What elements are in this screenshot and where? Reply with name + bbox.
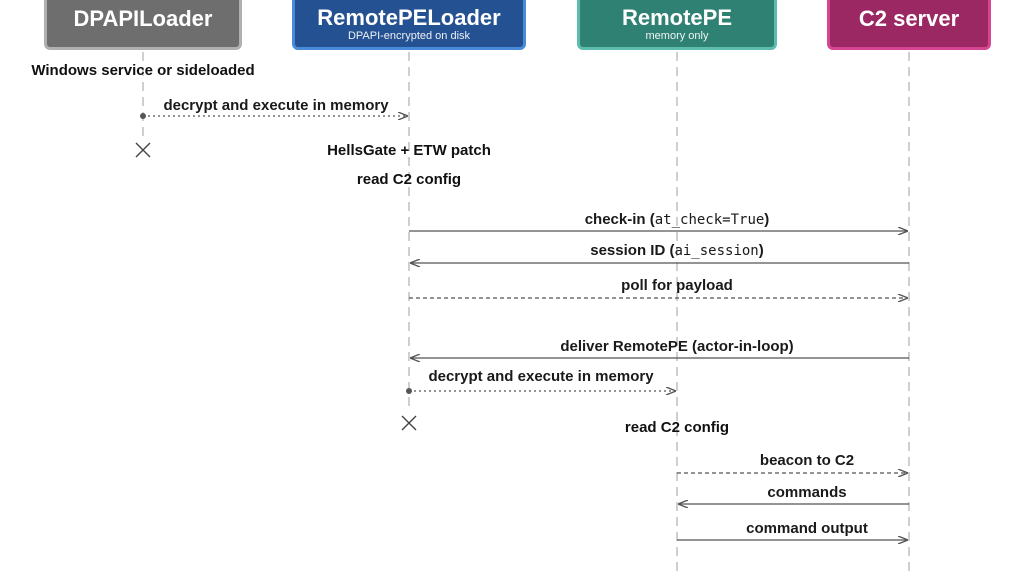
label-checkin-suffix: ) [764,211,770,228]
actor-name: DPAPILoader [73,6,213,31]
label-session-prefix: session ID ( [590,242,675,259]
label-decrypt-exec-2: decrypt and execute in memory [428,368,654,385]
note-read-config-1: read C2 config [356,171,462,188]
actor-c2server: C2 server [827,0,991,50]
label-poll: poll for payload [621,277,733,294]
destroy-x-icon [135,142,151,158]
label-command-output: command output [746,520,868,537]
label-checkin-prefix: check-in ( [584,211,655,228]
label-session-code: ai_session [674,243,759,259]
note-windows-service: Windows service or sideloaded [31,62,255,79]
actor-name: C2 server [858,6,960,31]
label-beacon: beacon to C2 [759,452,855,469]
label-session: session ID (ai_session) [590,242,764,260]
destroy-x-icon [401,415,417,431]
actor-dpapiloader: DPAPILoader [44,0,242,50]
actor-remotepeloader: RemotePELoader DPAPI-encrypted on disk [292,0,526,50]
label-commands: commands [767,484,847,501]
actor-name: RemotePELoader [317,5,501,30]
label-checkin-code: at_check=True [654,212,765,228]
note-read-config-2: read C2 config [624,419,730,436]
label-decrypt-exec-1: decrypt and execute in memory [163,97,389,114]
actor-remotepe: RemotePE memory only [577,0,777,50]
note-hellsgate: HellsGate + ETW patch [327,142,491,159]
label-checkin: check-in (at_check=True) [585,211,770,229]
actor-subtitle: DPAPI-encrypted on disk [347,30,471,42]
label-deliver: deliver RemotePE (actor-in-loop) [560,338,794,355]
actor-subtitle: memory only [645,30,709,42]
label-session-suffix: ) [758,242,764,259]
actor-name: RemotePE [621,5,733,30]
